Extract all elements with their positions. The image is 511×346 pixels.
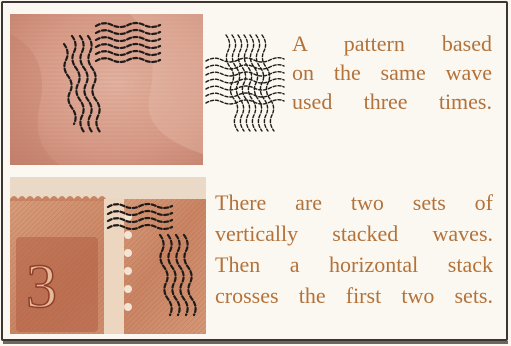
description-line: crosses the first two sets.	[215, 280, 493, 311]
stamp-bottom-image: 3	[10, 177, 206, 334]
description-line: vertically stacked waves.	[215, 218, 493, 249]
description-line: used three times.	[292, 87, 492, 116]
description-top: A pattern based on the same wave used th…	[292, 29, 492, 116]
stamp-top-image	[10, 14, 203, 165]
stamp-numeral: 3	[26, 253, 57, 321]
description-line: Then a horizontal stack	[215, 249, 493, 280]
wave-pattern-icon	[204, 33, 286, 135]
stamp-photo-top	[10, 14, 203, 165]
description-line: A pattern based	[292, 29, 492, 58]
description-line: on the same wave	[292, 58, 492, 87]
description-line: There are two sets of	[215, 187, 493, 218]
description-bottom: There are two sets of vertically stacked…	[215, 187, 493, 311]
stamp-photo-bottom: 3	[10, 177, 206, 334]
frame-shadow	[3, 341, 508, 344]
